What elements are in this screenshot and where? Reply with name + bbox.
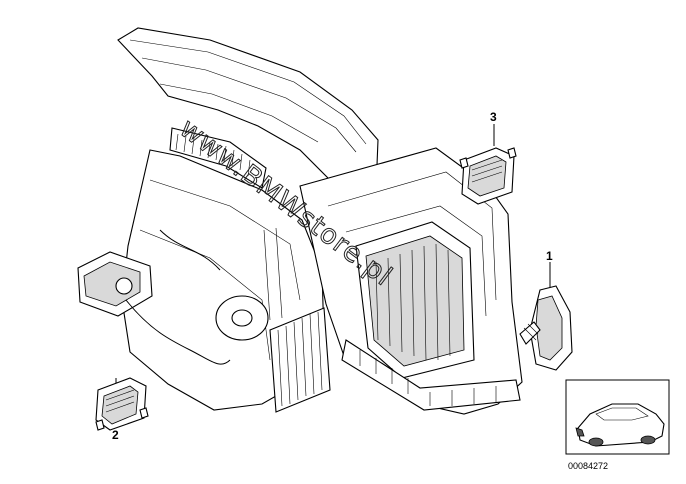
side-motor	[77, 251, 153, 317]
callout-3-label: 3	[490, 110, 497, 124]
vehicle-thumbnail	[565, 379, 670, 455]
ribbed-panel	[269, 307, 331, 413]
round-port	[215, 295, 269, 341]
callout-2-label: 2	[112, 428, 119, 442]
diagram-reference-number: 00084272	[568, 461, 608, 471]
part-1-actuator	[519, 262, 573, 371]
vent-grille	[169, 127, 267, 189]
part-2-control-module	[95, 377, 149, 431]
heater-housing-left	[77, 27, 379, 413]
part-3-control-module	[459, 124, 517, 205]
car-outline-icon	[575, 403, 665, 447]
evaporator-housing-right	[299, 147, 523, 415]
callout-1-label: 1	[546, 249, 553, 263]
